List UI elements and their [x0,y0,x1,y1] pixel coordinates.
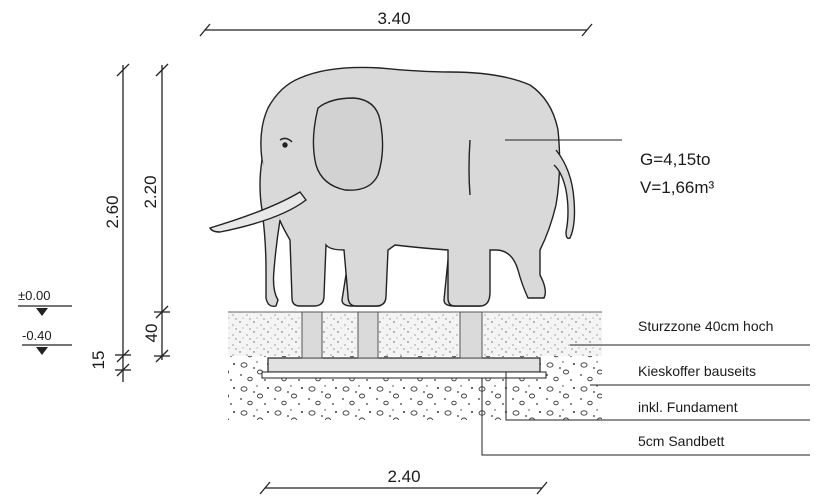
sandbed-label: 5cm Sandbett [638,433,724,449]
bottom-width-dimension: 2.40 [259,467,548,495]
total-height-label: 2.60 [103,195,122,228]
bottom-width-label: 2.40 [387,467,420,486]
fall-zone-depth-label: 40 [142,324,161,343]
elephant-height-dimension: 2.20 40 [141,63,170,363]
ground-level-marker: ±0.00 [18,288,72,316]
foundation-label: inkl. Fundament [638,399,738,415]
ground-level-label: ±0.00 [18,288,50,303]
volume-label: V=1,66m³ [640,178,715,197]
fall-zone-label: Sturzzone 40cm hoch [638,318,773,334]
leg-anchors [301,311,483,359]
top-width-label: 3.40 [377,9,410,28]
foundation-level-label: -0.40 [22,328,52,343]
gravel-label: Kieskoffer bauseits [638,363,756,379]
sandbed-depth-label: 15 [89,351,108,370]
total-height-dimension: 2.60 15 [89,63,131,382]
fall-zone-layer [228,311,602,356]
foundation-level-marker: -0.40 [22,328,72,355]
elephant-height-label: 2.20 [141,175,160,208]
properties-callout: G=4,15to V=1,66m³ [505,139,715,197]
weight-label: G=4,15to [640,150,710,169]
foundation-slab [261,357,547,379]
top-width-dimension: 3.40 [199,9,593,37]
elephant-sculpture [209,66,576,308]
layer-labels: Sturzzone 40cm hoch Kieskoffer bauseits … [481,318,810,456]
